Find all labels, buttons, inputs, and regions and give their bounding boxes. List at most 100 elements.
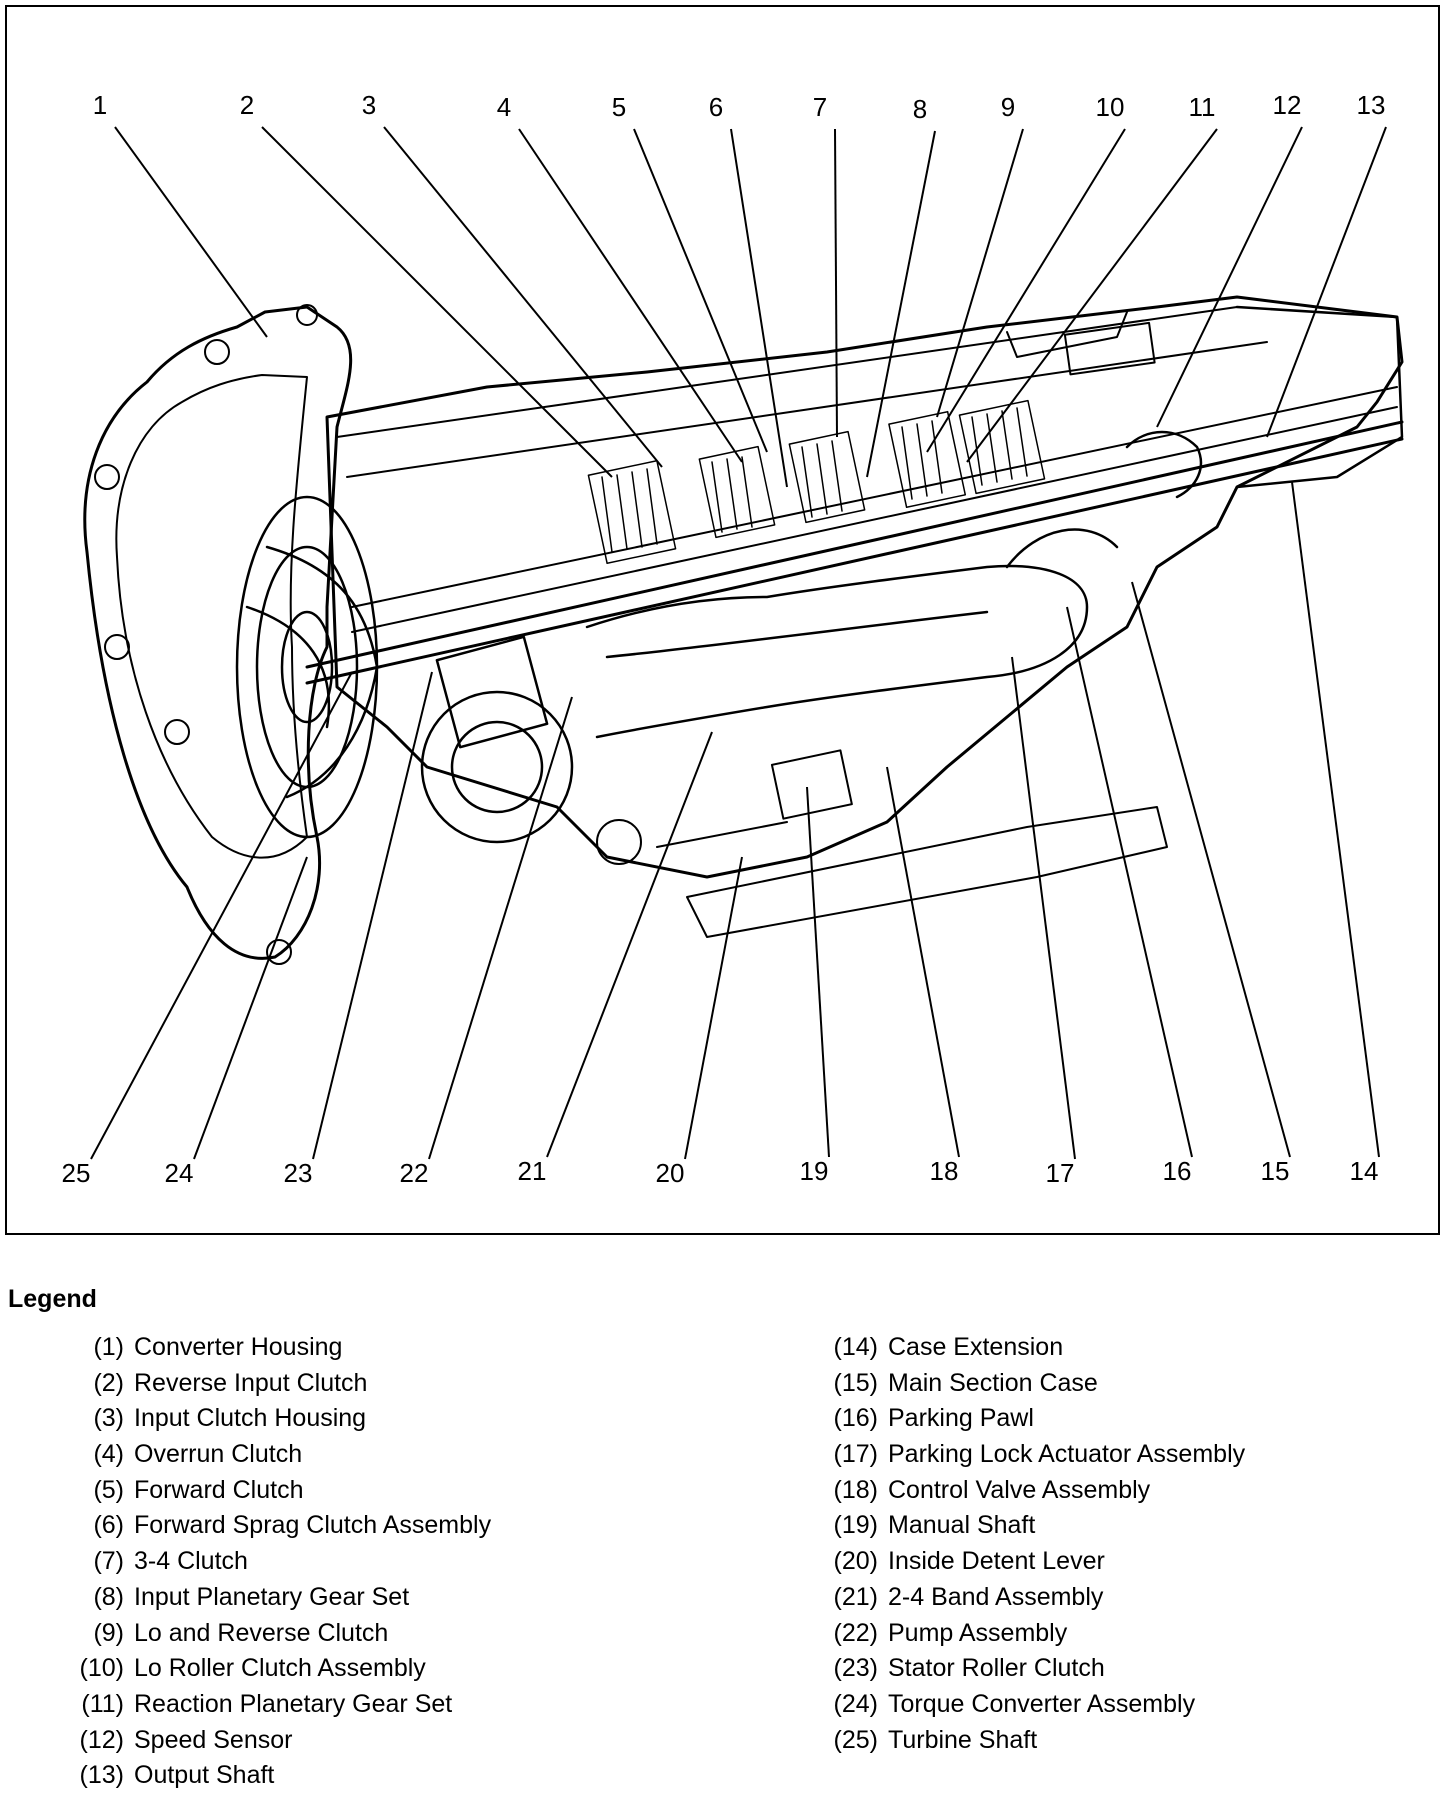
legend-item-name: Main Section Case <box>888 1368 1098 1397</box>
band-and-drum <box>585 564 1089 739</box>
legend-item-name: Lo and Reverse Clutch <box>134 1618 389 1647</box>
legend-item-name: Reverse Input Clutch <box>134 1368 368 1397</box>
case-extension <box>1005 305 1404 569</box>
legend-item: (4) Overrun Clutch <box>52 1437 491 1473</box>
legend-item-name: Control Valve Assembly <box>888 1475 1151 1504</box>
main-case-outline <box>325 295 1404 879</box>
legend-item-name: Torque Converter Assembly <box>888 1689 1196 1718</box>
leader-line-14 <box>1291 481 1380 1158</box>
callout-number-17: 17 <box>1046 1158 1075 1188</box>
pump-assembly <box>420 635 574 844</box>
leader-line-18 <box>886 766 960 1158</box>
legend-item-number: (25) <box>833 1725 878 1754</box>
leader-line-22 <box>428 696 573 1160</box>
leader-line-7 <box>834 128 838 438</box>
legend-item: (23) Stator Roller Clutch <box>806 1651 1245 1687</box>
legend-item-name: Output Shaft <box>134 1761 275 1790</box>
legend-item-number: (12) <box>79 1725 124 1754</box>
legend-item: (5) Forward Clutch <box>52 1473 491 1509</box>
leader-line-10 <box>926 128 1126 453</box>
callout-number-7: 7 <box>813 92 827 122</box>
leader-line-21 <box>546 731 713 1158</box>
legend-item: (11)Reaction Planetary Gear Set <box>52 1687 491 1723</box>
legend-item-name: Lo Roller Clutch Assembly <box>134 1654 426 1683</box>
legend-item-number: (4) <box>93 1440 124 1469</box>
legend-item: (2)Reverse Input Clutch <box>52 1366 491 1402</box>
legend-item-name: Inside Detent Lever <box>888 1547 1105 1576</box>
callout-number-22: 22 <box>400 1158 429 1188</box>
legend-item-number: (23) <box>833 1654 878 1683</box>
legend-item-name: Parking Pawl <box>888 1404 1034 1433</box>
leader-line-9 <box>936 128 1024 418</box>
leader-line-23 <box>312 671 433 1160</box>
legend-item-name: Forward Sprag Clutch Assembly <box>134 1511 492 1540</box>
legend-item: (15) Main Section Case <box>806 1366 1245 1402</box>
legend-item: (6)Forward Sprag Clutch Assembly <box>52 1508 491 1544</box>
legend-item: (18) Control Valve Assembly <box>806 1473 1245 1509</box>
legend-column-left: (1) Converter Housing (2)Reverse Input Clu… <box>52 1330 492 1794</box>
legend-item-number: (1) <box>93 1333 124 1361</box>
callout-number-10: 10 <box>1096 92 1125 122</box>
leader-line-20 <box>684 856 743 1160</box>
legend-item-name: Forward Clutch <box>134 1475 304 1504</box>
legend-item-number: (5) <box>93 1475 124 1504</box>
callout-number-11: 11 <box>1189 92 1216 122</box>
callout-number-25: 25 <box>62 1158 91 1188</box>
legend-item-number: (15) <box>833 1368 878 1397</box>
legend-item-number: (24) <box>833 1689 878 1718</box>
leader-line-12 <box>1156 126 1303 428</box>
leader-line-16 <box>1066 606 1193 1158</box>
legend-item: (7)3-4 Clutch <box>52 1544 491 1580</box>
legend-item-number: (8) <box>93 1582 124 1611</box>
legend-item-name: Reaction Planetary Gear Set <box>134 1689 453 1718</box>
leader-line-2 <box>261 126 613 478</box>
legend-item-number: (18) <box>833 1475 878 1504</box>
legend-item: (10)Lo Roller Clutch Assembly <box>52 1651 491 1687</box>
callout-number-24: 24 <box>165 1158 194 1188</box>
legend-item: (13) Output Shaft <box>52 1758 491 1794</box>
legend-item: (22)Pump Assembly <box>806 1616 1245 1652</box>
legend-item: (8) Input Planetary Gear Set <box>52 1580 491 1616</box>
callout-number-4: 4 <box>497 92 511 122</box>
legend-item-name: Input Clutch Housing <box>134 1404 367 1433</box>
legend-item: (14)Case Extension <box>806 1330 1245 1366</box>
leader-line-4 <box>518 128 743 463</box>
legend-item-number: (7) <box>93 1547 124 1576</box>
callout-number-20: 20 <box>656 1158 685 1188</box>
leader-line-8 <box>866 130 936 478</box>
legend-item-number: (16) <box>833 1404 878 1433</box>
legend-item-name: Overrun Clutch <box>134 1440 303 1469</box>
legend-item-number: (21) <box>833 1582 878 1611</box>
leader-line-3 <box>383 126 663 468</box>
leader-line-6 <box>730 128 788 488</box>
legend-item-number: (13) <box>79 1761 124 1790</box>
callout-number-3: 3 <box>362 90 376 120</box>
legend-item: (21)2-4 Band Assembly <box>806 1580 1245 1616</box>
legend-item-number: (20) <box>833 1547 878 1576</box>
leader-line-19 <box>806 786 830 1158</box>
legend-item-name: Input Planetary Gear Set <box>134 1582 410 1611</box>
legend-item-name: Speed Sensor <box>134 1725 293 1754</box>
callout-number-1: 1 <box>93 90 107 120</box>
converter-housing-inner <box>115 374 308 859</box>
legend-item: (20) Inside Detent Lever <box>806 1544 1245 1580</box>
leader-line-1 <box>114 126 268 338</box>
legend-item: (3) Input Clutch Housing <box>52 1401 491 1437</box>
legend-item: (9)Lo and Reverse Clutch <box>52 1616 491 1652</box>
callout-number-19: 19 <box>800 1156 829 1186</box>
legend-item-name: Converter Housing <box>134 1333 343 1361</box>
legend-column-right: (14)Case Extension(15)Main Section Case(… <box>806 1330 1246 1758</box>
legend-item: (16) Parking Pawl <box>806 1401 1245 1437</box>
legend-item-name: Stator Roller Clutch <box>888 1654 1105 1683</box>
legend-title: Legend <box>8 1285 97 1313</box>
callout-number-9: 9 <box>1001 92 1015 122</box>
turbine-output-shaft <box>305 420 1404 685</box>
legend-item-number: (3) <box>93 1404 124 1433</box>
callout-number-15: 15 <box>1261 1156 1290 1186</box>
callout-number-8: 8 <box>913 94 927 124</box>
leader-line-24 <box>193 856 308 1160</box>
callout-number-23: 23 <box>284 1158 313 1188</box>
leader-line-5 <box>633 128 768 453</box>
